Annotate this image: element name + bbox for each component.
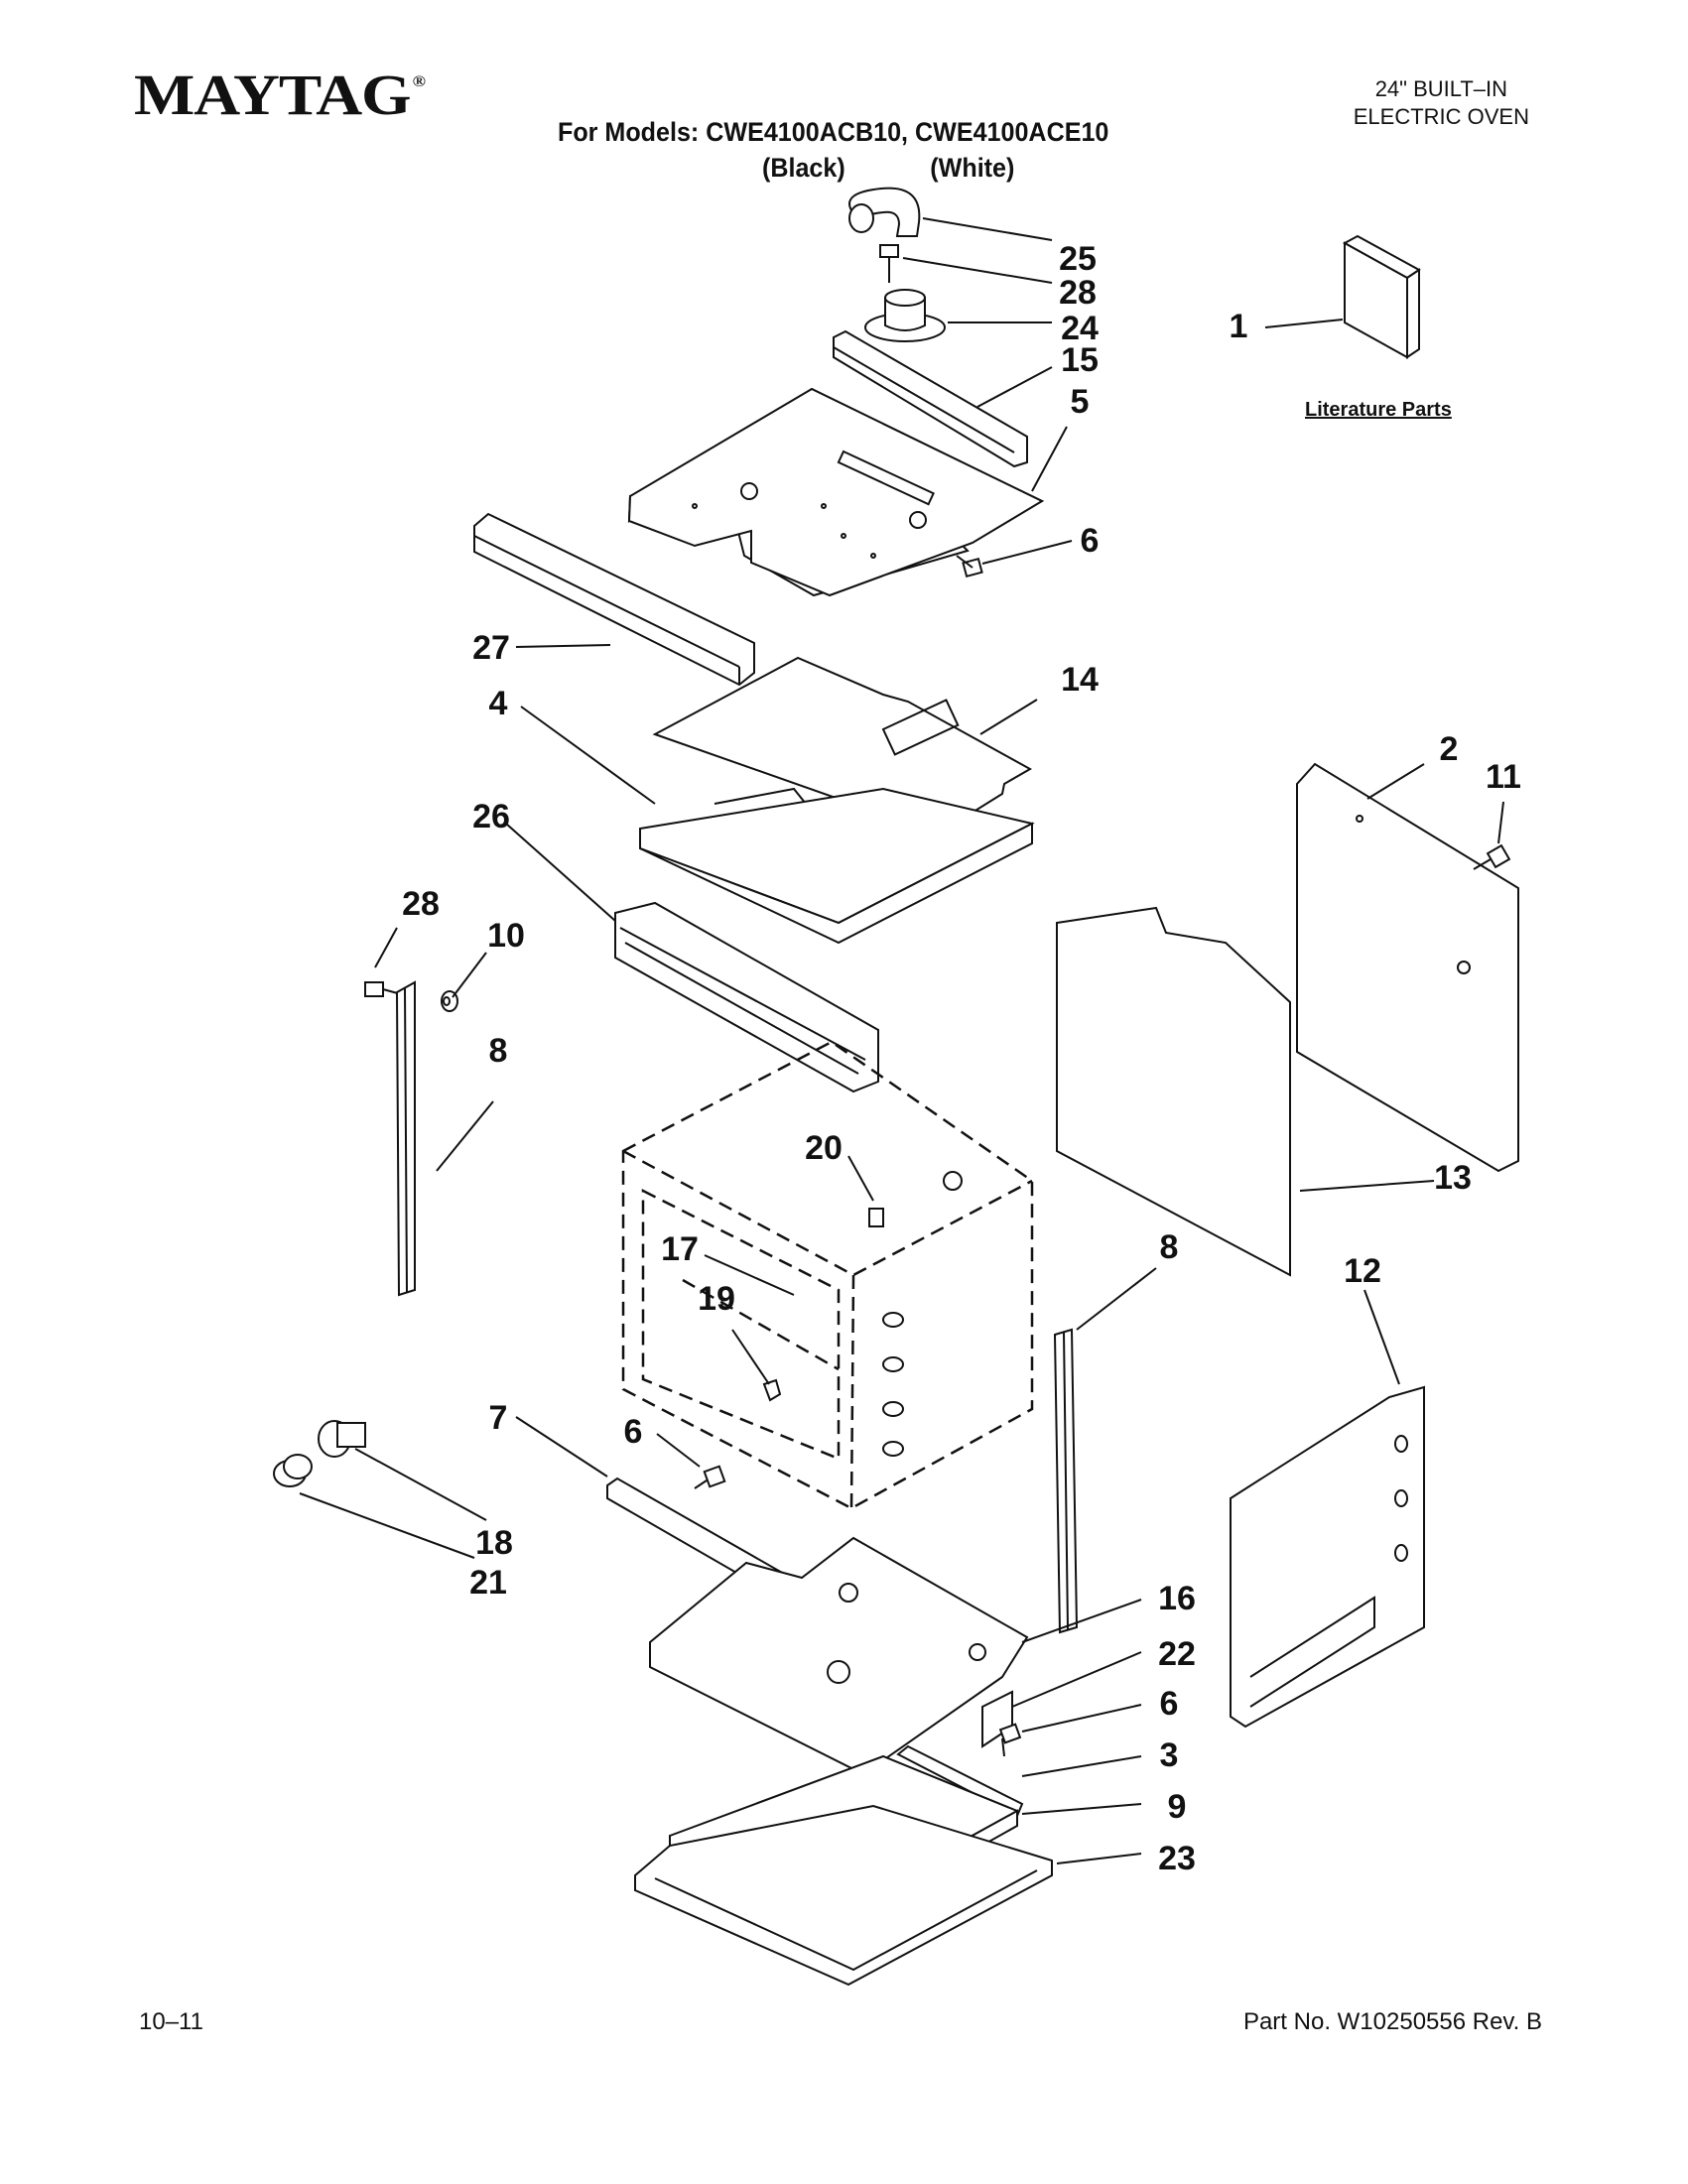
- part-sensor-clip: [869, 1209, 883, 1226]
- callout-26: 26: [472, 798, 510, 835]
- variant-white: (White): [930, 153, 1015, 183]
- part-screw-lower-right: [1000, 1725, 1020, 1756]
- callout-11: 11: [1486, 758, 1521, 796]
- leader-lines: [300, 218, 1503, 1863]
- part-switch: [319, 1421, 365, 1457]
- callout-24: 24: [1061, 310, 1099, 347]
- callout-6-bottom: 6: [1159, 1685, 1179, 1723]
- callout-3: 3: [1159, 1736, 1179, 1774]
- variant-black: (Black): [762, 153, 845, 183]
- callout-8-left: 8: [488, 1032, 508, 1070]
- part-bottom-tray: [635, 1806, 1052, 1985]
- callout-4: 4: [488, 685, 508, 722]
- part-control-bracket: [1231, 1387, 1424, 1727]
- date-code: 10–11: [139, 2008, 203, 2035]
- callout-8-right: 8: [1159, 1228, 1179, 1266]
- callout-12: 12: [1344, 1252, 1381, 1290]
- callout-1: 1: [1229, 308, 1248, 345]
- callout-23: 23: [1158, 1840, 1196, 1877]
- callout-6-middle: 6: [623, 1413, 643, 1451]
- callout-21: 21: [469, 1564, 507, 1602]
- part-bottom-panel: [650, 1538, 1027, 1774]
- part-literature-book: [1345, 236, 1419, 357]
- part-screw-right: [1474, 845, 1509, 869]
- part-side-trim-right: [1055, 1330, 1077, 1632]
- callout-13: 13: [1434, 1159, 1472, 1197]
- callout-19: 19: [698, 1280, 735, 1318]
- callout-14: 14: [1061, 661, 1099, 699]
- brand-name: MAYTAG: [134, 63, 412, 127]
- callout-17: 17: [661, 1230, 699, 1268]
- product-title: 24" BUILT–IN ELECTRIC OVEN: [1354, 75, 1529, 131]
- callout-28-top: 28: [1059, 274, 1097, 312]
- callout-2: 2: [1439, 730, 1459, 768]
- part-oven-cavity: [623, 1042, 1032, 1508]
- part-vent-collar: [865, 290, 945, 341]
- brand-logo: MAYTAG®: [134, 62, 426, 128]
- part-screw-mid: [957, 556, 982, 577]
- callout-20: 20: [805, 1129, 843, 1167]
- part-front-top-rail: [474, 514, 754, 685]
- part-knob: [274, 1455, 312, 1486]
- callout-28-left: 28: [402, 885, 440, 923]
- part-top-panel: [629, 389, 1042, 595]
- callout-25: 25: [1059, 240, 1097, 278]
- product-title-line1: 24" BUILT–IN: [1374, 76, 1508, 101]
- part-vent-elbow: [849, 189, 919, 236]
- callout-27: 27: [472, 629, 510, 667]
- part-oven-top-insulation: [640, 789, 1032, 943]
- part-front-trim-rail: [615, 903, 878, 1092]
- part-side-trim-left: [397, 982, 415, 1295]
- model-variants: (Black) (White): [762, 153, 1014, 184]
- part-screw-lower: [695, 1467, 724, 1488]
- part-side-panel: [1057, 908, 1290, 1275]
- part-back-panel: [1297, 764, 1518, 1171]
- callout-22: 22: [1158, 1635, 1196, 1673]
- part-number: Part No. W10250556 Rev. B: [1242, 2008, 1542, 2035]
- part-latch: [764, 1380, 780, 1400]
- callout-5: 5: [1070, 383, 1090, 421]
- callout-18: 18: [475, 1524, 513, 1562]
- callout-15: 15: [1061, 341, 1099, 379]
- callout-16: 16: [1158, 1580, 1196, 1617]
- callout-10: 10: [487, 917, 525, 955]
- registered-mark: ®: [412, 73, 426, 90]
- literature-parts-label: Literature Parts: [1305, 399, 1452, 421]
- part-screw-top: [880, 245, 898, 283]
- callout-6-top: 6: [1080, 522, 1100, 560]
- callout-9: 9: [1167, 1788, 1187, 1826]
- models-line: For Models: CWE4100ACB10, CWE4100ACE10: [558, 117, 1109, 147]
- product-title-line2: ELECTRIC OVEN: [1353, 104, 1529, 129]
- part-top-strip: [834, 331, 1027, 466]
- callout-7: 7: [488, 1399, 508, 1437]
